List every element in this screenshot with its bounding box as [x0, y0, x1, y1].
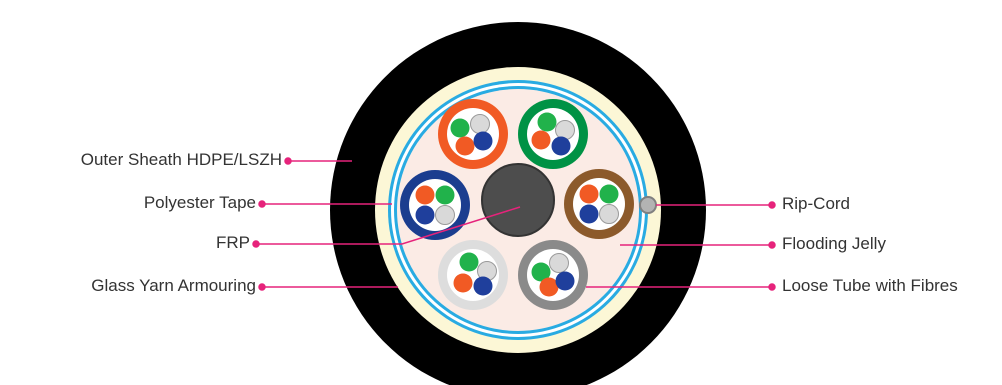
fibre-white-3	[454, 274, 473, 293]
fibre-green-2	[556, 121, 575, 140]
leader-dot-flooding-jelly	[769, 242, 775, 248]
label-glass-yarn-armouring: Glass Yarn Armouring	[91, 276, 256, 296]
fibre-white-4	[474, 277, 493, 296]
fibre-green-3	[532, 131, 551, 150]
leader-dot-loose-tube	[769, 284, 775, 290]
fibre-gray-4	[556, 272, 575, 291]
fibre-brown-3	[580, 205, 599, 224]
fibre-orange-1	[451, 119, 470, 138]
leader-dot-frp	[253, 241, 259, 247]
leader-dot-rip-cord	[769, 202, 775, 208]
fibre-blue-3	[416, 206, 435, 225]
fibre-blue-1	[416, 186, 435, 205]
fibre-green-1	[538, 113, 557, 132]
fibre-brown-1	[580, 185, 599, 204]
frp-core	[482, 164, 554, 236]
label-flooding-jelly: Flooding Jelly	[782, 234, 886, 254]
fibre-orange-4	[474, 132, 493, 151]
leader-dot-glass-yarn	[259, 284, 265, 290]
label-polyester-tape: Polyester Tape	[144, 193, 256, 213]
fibre-brown-2	[600, 185, 619, 204]
fibre-white-1	[460, 253, 479, 272]
rip-cord	[640, 197, 656, 213]
fibre-brown-4	[600, 205, 619, 224]
label-outer-sheath: Outer Sheath HDPE/LSZH	[81, 150, 282, 170]
fibre-gray-2	[550, 254, 569, 273]
label-frp: FRP	[216, 233, 250, 253]
fibre-orange-3	[456, 137, 475, 156]
fibre-blue-4	[436, 206, 455, 225]
leader-dot-outer-sheath	[285, 158, 291, 164]
leader-dot-polyester-tape	[259, 201, 265, 207]
label-loose-tube-with-fibres: Loose Tube with Fibres	[782, 276, 958, 296]
fibre-blue-2	[436, 186, 455, 205]
loose-tube-inner-brown	[573, 178, 625, 230]
label-rip-cord: Rip-Cord	[782, 194, 850, 214]
fibre-green-4	[552, 137, 571, 156]
loose-tube-inner-blue	[409, 179, 461, 231]
fibre-orange-2	[471, 115, 490, 134]
